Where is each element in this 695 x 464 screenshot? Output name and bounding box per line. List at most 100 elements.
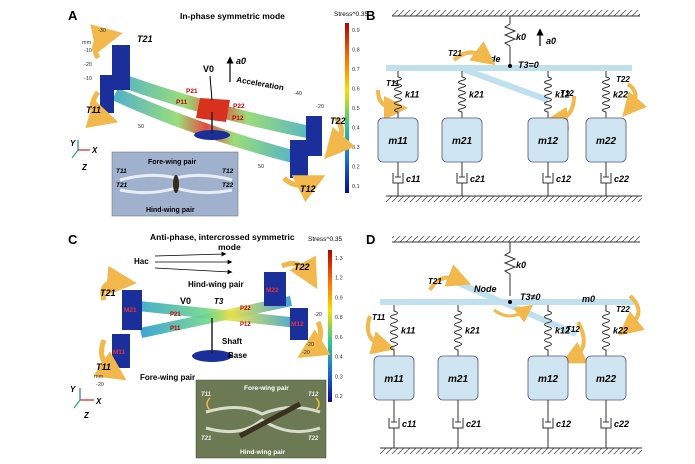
panel-c-block-m22 [264,272,286,306]
panel-c-hac: Hac [134,257,149,266]
panel-d-spring-k0 [503,242,517,296]
panel-c-stress-tick: 0.4 [335,355,343,361]
panel-c-stress-tick: 0.3 [335,374,343,380]
panel-b-mass-label: m12 [538,136,558,147]
panel-c-title-1: Anti-phase, intercrossed symmetric [150,232,295,242]
panel-c-axis-tick: -20 [96,382,104,388]
panel-d-spring [390,305,398,356]
panel-a-inset-top: Fore-wing pair [148,159,197,166]
panel-a-axis-tick: -40 [294,91,302,97]
panel-d-spring-label: k21 [465,326,480,336]
panel-b-damper-label: c22 [614,174,629,184]
panel-c-stress-tick: 1.2 [335,276,343,282]
panel-b-arrow-t22 [622,82,647,118]
panel-d-damper [452,400,464,448]
panel-c-axis-tick: -20 [302,350,310,356]
panel-c-p21: P21 [170,312,181,318]
panel-c-hind-label: Hind-wing pair [188,280,244,289]
panel-d-damper [600,400,612,448]
panel-a-stress-bar [345,23,349,193]
panel-c-block-m21 [122,290,142,330]
panel-b-mass-label: m22 [596,136,616,147]
panel-b-spring-label: k22 [613,90,628,100]
panel-a-wing-block-22 [306,116,322,156]
panel-c-beam-2 [140,296,292,338]
panel-c-axes-icon: Y X Z [70,385,102,420]
panel-c-m12: M12 [291,321,304,328]
panel-c-axis-tick: -20 [306,342,314,348]
panel-d-t12: T12 [566,325,580,334]
axis-z-label: Z [81,163,88,172]
panel-d-damper-label: c22 [614,419,629,429]
panel-d-mass-label: m21 [448,374,468,385]
panel-a-axis-tick: -20 [84,62,92,68]
panel-a-t21: T21 [137,34,153,44]
panel-d-t21: T21 [428,277,442,286]
panel-d-damper [388,400,400,448]
panel-d-t3: T3≠0 [520,292,540,302]
panel-d-spring-label: k22 [613,326,628,336]
panel-a-wing-block-12 [290,140,308,178]
panel-c-title-2: mode [218,242,241,252]
panel-a-stress-tick: 0.7 [352,67,360,73]
panel-b-t22: T22 [616,75,630,84]
panel-b-t3: T3=0 [518,60,539,70]
panel-a: A In-phase symmetric mode Stress^0.35 0.… [68,8,369,217]
panel-c-t3: T3 [214,297,224,306]
panel-c-t11: T11 [96,362,111,372]
panel-b-damper [456,162,468,196]
panel-b: B k0 a0 Node T3=0 T21 T11 T12 T22 k11m11… [366,8,647,202]
panel-a-p22: P22 [233,103,245,110]
panel-c: C Anti-phase, intercrossed symmetric mod… [68,232,343,459]
panel-b-arrow-t11 [376,89,408,120]
panel-a-inset-bl: T21 [116,182,128,189]
panel-b-arrow-t12 [544,95,576,131]
panel-d-mass-label: m11 [384,374,404,385]
axis-x-label: X [95,397,102,406]
axis-z-label: Z [83,411,90,420]
panel-d-spring [454,305,462,356]
panel-b-spring-k0 [503,16,517,64]
panel-b-bar-hind [458,65,550,103]
panel-d-ceiling [392,236,640,242]
panel-c-fore-label: Fore-wing pair [140,373,195,382]
panel-d-spring-label: k11 [401,326,415,336]
panel-a-arrow-t22 [324,116,356,160]
panel-d-damper-label: c11 [402,419,416,429]
panel-a-stress-tick: 0.9 [352,28,360,34]
panel-d-damper-label: c21 [466,419,481,429]
panel-a-axis-tick: -10 [84,76,92,82]
panel-b-damper-label: c21 [470,174,485,184]
panel-d-m0: m0 [582,294,595,304]
panel-b-t11: T11 [386,79,400,88]
panel-d-arrow-t11 [365,315,396,355]
panel-a-inset-br: T22 [222,182,234,189]
panel-b-spring-label: k11 [405,90,419,100]
panel-d-k0: k0 [516,260,526,270]
panel-a-p21: P21 [186,88,198,95]
panel-a-title: In-phase symmetric mode [180,11,285,21]
panel-b-k0: k0 [516,32,526,42]
panel-c-p12: P12 [240,322,251,328]
panel-d-mass-label: m12 [538,374,558,385]
panel-b-damper-label: c11 [406,174,420,184]
panel-c-p22: P22 [240,306,251,312]
panel-d-arrow-t22 [618,294,645,336]
panel-d-letter: D [366,232,375,247]
panel-b-t12: T12 [560,89,574,98]
panel-a-wing-block-11 [100,75,114,113]
panel-c-arrow-t21 [100,265,137,301]
panel-d-node: Node [474,284,497,294]
panel-c-base-label: Base [228,351,248,360]
panel-b-ceiling [392,10,640,16]
panel-c-stress-tick: 0.2 [335,394,343,400]
panel-a-letter: A [68,8,78,23]
panel-a-a0: a0 [236,56,246,66]
panel-a-axes-icon: Y X Z [70,139,98,172]
panel-c-stress-bar [328,250,332,402]
panel-c-inset-tr: T12 [308,392,319,398]
panel-d-node-arrow [493,304,534,323]
panel-c-inset-tl: T11 [201,392,212,398]
panel-c-shaft-label: Shaft [222,337,242,346]
